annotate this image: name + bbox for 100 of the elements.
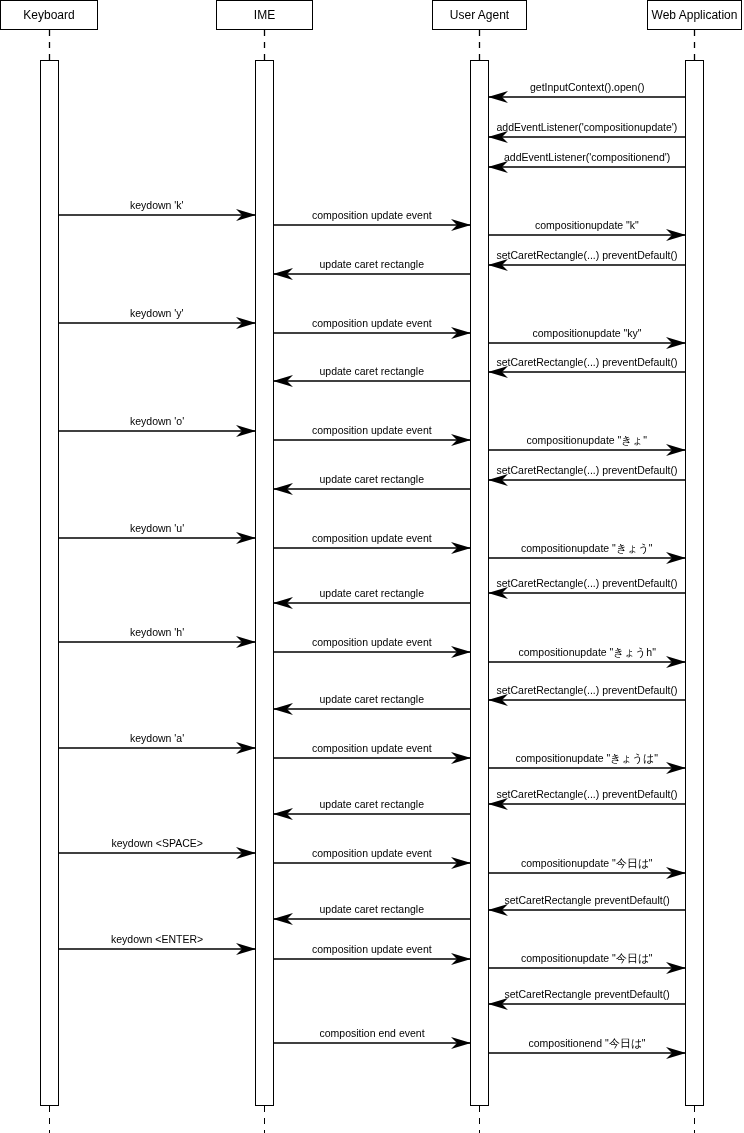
message-label: composition update event [312,424,432,436]
message-label: update caret rectangle [319,587,424,599]
message-label: keydown 'y' [130,307,184,319]
lifeline [48,29,51,61]
lifeline [478,29,481,61]
message-arrow [58,742,256,754]
message-label: update caret rectangle [319,798,424,810]
message-label: keydown 'k' [130,199,184,211]
message-arrow [58,636,256,648]
message-arrow [488,444,686,456]
activation-bar [255,60,274,1106]
message-label: composition update event [312,532,432,544]
message-arrow [488,229,686,241]
message-arrow [273,219,471,231]
message-arrow [488,552,686,564]
message-label: keydown <ENTER> [111,933,204,945]
message-label: setCaretRectangle(...) preventDefault() [496,464,678,476]
activation-bar [470,60,489,1106]
message-arrow [488,337,686,349]
message-arrow [273,703,471,715]
message-arrow [58,532,256,544]
message-arrow [488,656,686,668]
message-label: composition update event [312,943,432,955]
participant-box: IME [216,0,313,30]
message-label: setCaretRectangle(...) preventDefault() [496,356,678,368]
message-label: compositionupdate "k" [535,219,639,231]
message-arrow [273,646,471,658]
message-arrow [273,913,471,925]
message-label: keydown 'o' [130,415,185,427]
message-arrow [58,317,256,329]
message-label: getInputContext().open() [530,81,645,93]
message-label: update caret rectangle [319,365,424,377]
message-arrow [488,694,686,706]
message-arrow [488,798,686,810]
message-arrow [273,542,471,554]
lifeline [263,29,266,61]
message-label: compositionupdate "きょうは" [515,752,658,764]
message-label: composition update event [312,317,432,329]
message-arrow [273,597,471,609]
message-label: keydown <SPACE> [111,837,203,849]
message-label: setCaretRectangle(...) preventDefault() [496,577,678,589]
message-label: update caret rectangle [319,473,424,485]
message-arrow [488,1047,686,1059]
message-arrow [488,474,686,486]
message-arrow [488,998,686,1010]
message-label: compositionupdate "今日は" [521,857,653,869]
message-arrow [273,953,471,965]
message-label: composition update event [312,636,432,648]
message-arrow [273,327,471,339]
message-arrow [488,867,686,879]
message-label: update caret rectangle [319,258,424,270]
message-arrow [488,131,686,143]
message-label: composition update event [312,847,432,859]
participant-box: User Agent [432,0,527,30]
message-arrow [273,268,471,280]
message-arrow [273,434,471,446]
message-label: setCaretRectangle(...) preventDefault() [496,788,678,800]
message-label: compositionupdate "ky" [532,327,642,339]
message-label: keydown 'a' [130,732,185,744]
participant-box: Web Application [647,0,742,30]
message-arrow [273,808,471,820]
message-arrow [58,943,256,955]
message-label: composition update event [312,742,432,754]
message-label: addEventListener('compositionend') [504,151,671,163]
message-label: composition update event [312,209,432,221]
message-arrow [273,857,471,869]
message-arrow [273,1037,471,1049]
message-label: setCaretRectangle preventDefault() [504,894,670,906]
message-label: update caret rectangle [319,903,424,915]
message-label: keydown 'u' [130,522,185,534]
message-label: compositionupdate "きょうh" [518,646,656,658]
activation-bar [685,60,704,1106]
message-arrow [488,904,686,916]
message-label: setCaretRectangle preventDefault() [504,988,670,1000]
message-arrow [273,483,471,495]
message-label: addEventListener('compositionupdate') [496,121,678,133]
message-label: compositionupdate "きょう" [521,542,653,554]
message-arrow [488,366,686,378]
message-label: setCaretRectangle(...) preventDefault() [496,684,678,696]
message-label: composition end event [319,1027,425,1039]
message-arrow [488,962,686,974]
message-label: update caret rectangle [319,693,424,705]
message-arrow [488,259,686,271]
message-label: compositionend "今日は" [528,1037,646,1049]
message-arrow [58,209,256,221]
message-label: keydown 'h' [130,626,185,638]
message-label: compositionupdate "今日は" [521,952,653,964]
message-arrow [273,375,471,387]
message-arrow [273,752,471,764]
message-arrow [488,91,686,103]
message-arrow [58,425,256,437]
participant-box: Keyboard [0,0,98,30]
message-arrow [58,847,256,859]
message-arrow [488,762,686,774]
message-label: compositionupdate "きょ" [526,434,647,446]
message-arrow [488,161,686,173]
message-label: setCaretRectangle(...) preventDefault() [496,249,678,261]
message-arrow [488,587,686,599]
lifeline [693,29,696,61]
activation-bar [40,60,59,1106]
